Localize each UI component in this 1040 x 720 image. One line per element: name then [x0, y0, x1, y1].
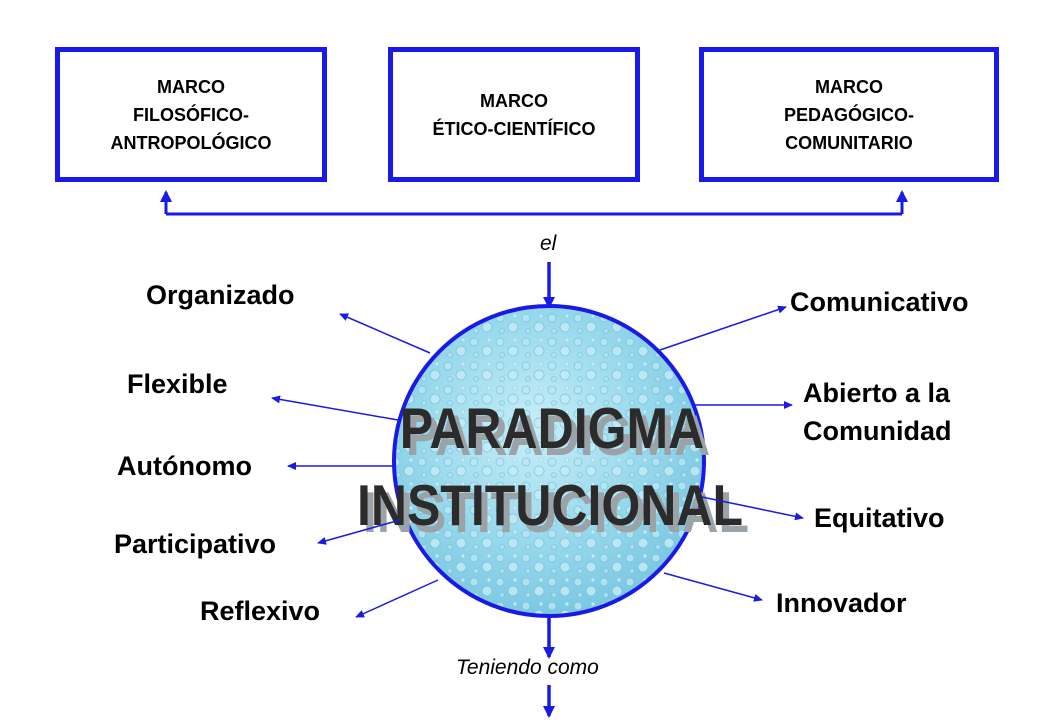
frame-box-line: PEDAGÓGICO-: [783, 104, 914, 125]
attribute-reflexivo: Reflexivo: [200, 596, 321, 626]
frame-box-line: MARCO: [157, 76, 225, 97]
arrow-comunicativo: [659, 305, 787, 351]
center-title-line2: INSTITUCIONAL: [357, 474, 743, 538]
arrow-innovador: [663, 572, 763, 602]
frame-box-line: COMUNITARIO: [785, 132, 913, 153]
attribute-organizado: Organizado: [146, 280, 295, 310]
frame-box-pedagogico: MARCO PEDAGÓGICO- COMUNITARIO: [699, 47, 999, 182]
arrow-reflexivo: [355, 579, 439, 618]
arrow-flexible: [271, 395, 399, 421]
center-title: PARADIGMA PARADIGMA INSTITUCIONAL INSTIT…: [357, 397, 749, 545]
frame-box-line: FILOSÓFICO-: [133, 104, 249, 125]
framework-bracket: [160, 190, 908, 216]
arrow-equitativo: [701, 496, 804, 521]
frame-box-line: ANTROPOLÓGICO: [110, 132, 272, 153]
frame-box-line: MARCO: [480, 90, 548, 111]
attribute-abierto-line1: Abierto a la: [803, 378, 951, 408]
arrow-organizado: [339, 313, 431, 354]
frame-box-line: ÉTICO-CIENTÍFICO: [432, 118, 596, 139]
attribute-participativo: Participativo: [114, 529, 277, 559]
center-title-line2-shadow: INSTITUCIONAL: [363, 481, 749, 545]
connector-bottom: Teniendo como: [456, 656, 599, 679]
connector-top: el: [540, 232, 557, 255]
attribute-innovador: Innovador: [776, 588, 907, 618]
attribute-autonomo: Autónomo: [117, 451, 252, 481]
attribute-equitativo: Equitativo: [814, 503, 945, 533]
right-attribute-arrows: [659, 305, 804, 602]
center-circle: [392, 304, 706, 618]
arrow-participativo: [317, 519, 401, 545]
frame-box-etico: MARCO ÉTICO-CIENTÍFICO: [388, 47, 640, 182]
attribute-abierto-line2: Comunidad: [803, 416, 952, 446]
attribute-comunicativo: Comunicativo: [790, 287, 969, 317]
frame-box-line: MARCO: [814, 76, 883, 97]
center-title-line1-shadow: PARADIGMA: [406, 404, 711, 468]
left-attribute-arrows: [271, 313, 439, 618]
attribute-flexible: Flexible: [127, 369, 228, 399]
center-title-line1: PARADIGMA: [400, 397, 705, 461]
frame-box-filosofico: MARCO FILOSÓFICO- ANTROPOLÓGICO: [55, 47, 327, 182]
